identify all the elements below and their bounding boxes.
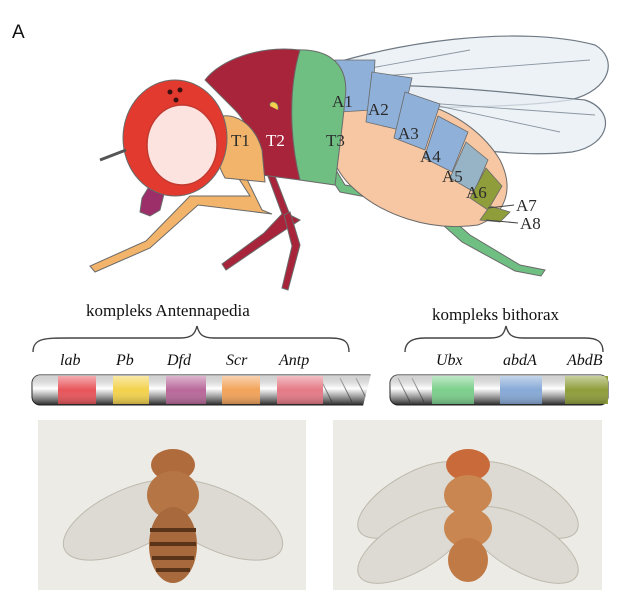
chromosome-antennapedia — [32, 375, 377, 405]
segment-label-t3: T3 — [326, 131, 345, 150]
segment-label-a5: A5 — [442, 167, 463, 186]
photo-c — [333, 420, 602, 590]
brace-bithorax — [405, 326, 603, 352]
fly-c-illustration — [333, 420, 602, 590]
photo-b — [38, 420, 306, 590]
segment-label-t1: T1 — [231, 131, 250, 150]
fly-b-illustration — [38, 420, 306, 590]
segment-label-a1: A1 — [332, 92, 353, 111]
antennapedia-complex-title: kompleks Antennapedia — [86, 301, 250, 321]
brace-antennapedia — [33, 326, 349, 352]
segment-label-a7: A7 — [516, 196, 537, 215]
fly-diagram: T1 T2 T3 A1 A2 A3 A4 A5 A6 A7 A8 — [0, 0, 620, 410]
gene-label-abda: abdA — [503, 352, 537, 370]
segment-label-a2: A2 — [368, 100, 389, 119]
bithorax-complex-title: kompleks bithorax — [432, 305, 559, 325]
segment-label-a6: A6 — [466, 183, 487, 202]
segment-label-a4: A4 — [420, 147, 441, 166]
segment-label-t2: T2 — [266, 131, 285, 150]
segment-label-a3: A3 — [398, 124, 419, 143]
gene-label-abdb: AbdB — [567, 352, 603, 370]
chromosome-bithorax — [390, 375, 608, 405]
bithorax-gene-labels: Ubx abdA AbdB — [0, 352, 620, 374]
antenna — [100, 150, 126, 160]
segment-label-a8: A8 — [520, 214, 541, 233]
eye-highlight — [147, 105, 217, 185]
gene-label-ubx: Ubx — [436, 352, 463, 370]
